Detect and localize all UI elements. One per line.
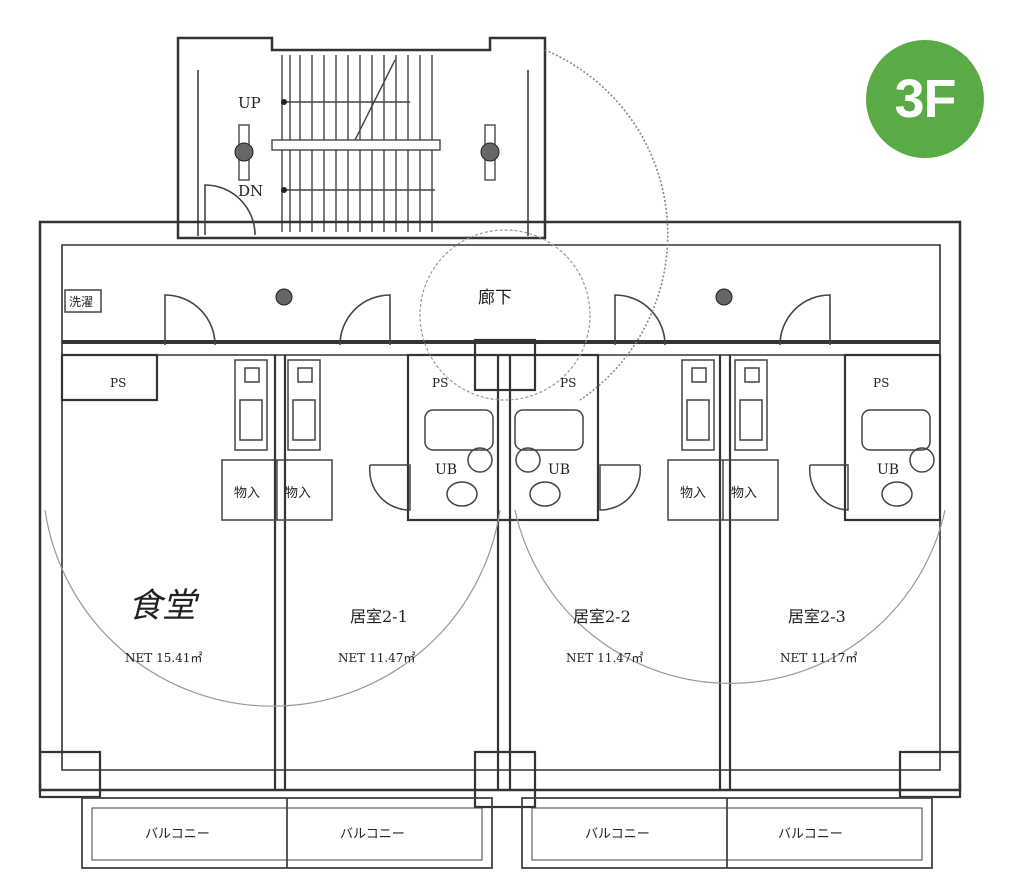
stair-up-label: UP (238, 94, 261, 112)
room-area: NET 11.17㎡ (780, 651, 857, 665)
storage-label: 物入 (731, 486, 757, 501)
up-marker (281, 99, 287, 105)
floor-badge: 3F (866, 40, 984, 158)
ub-label: UB (548, 462, 570, 478)
ub-label: UB (877, 462, 899, 478)
room-area: NET 11.47㎡ (338, 651, 415, 665)
ps-label: PS (110, 376, 126, 390)
washer-label: 洗濯 (69, 295, 93, 309)
ub-label: UB (435, 462, 457, 478)
dashed-swing-arcs (44, 229, 946, 707)
balcony-label: バルコニー (778, 827, 843, 842)
washer-box (64, 289, 102, 313)
sink-fixtures (234, 359, 768, 451)
stair-core (176, 36, 547, 240)
closet-blocks (221, 459, 779, 521)
light-fixture-icons (234, 124, 733, 306)
storage-label: 物入 (680, 486, 706, 501)
room-name: 居室2-3 (788, 607, 846, 626)
floor-badge-text: 3F (894, 69, 956, 129)
room-name: 食堂 (128, 586, 200, 626)
room-area: NET 11.47㎡ (566, 651, 643, 665)
stair-treads (271, 55, 441, 232)
balconies (81, 797, 933, 869)
door-swings (164, 49, 831, 401)
room-name: 居室2-2 (573, 607, 631, 626)
storage-label: 物入 (285, 486, 311, 501)
storage-label: 物入 (234, 486, 260, 501)
room-area: NET 15.41㎡ (125, 651, 202, 665)
unit-bath-fixtures (368, 409, 935, 511)
balcony-label: バルコニー (585, 827, 650, 842)
unit-partitions (38, 338, 962, 809)
balcony-label: バルコニー (145, 827, 210, 842)
ps-label: PS (560, 376, 576, 390)
ps-label: PS (432, 376, 448, 390)
down-marker (281, 187, 287, 193)
ps-label: PS (873, 376, 889, 390)
room-name: 居室2-1 (350, 607, 408, 626)
corridor-label: 廊下 (478, 288, 512, 308)
balcony-label: バルコニー (340, 827, 405, 842)
stair-down-label: DN (238, 182, 263, 200)
